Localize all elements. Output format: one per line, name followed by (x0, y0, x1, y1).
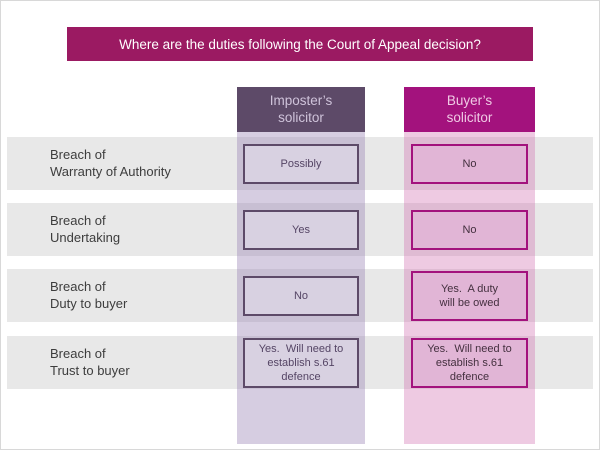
page-title: Where are the duties following the Court… (119, 36, 481, 52)
buyer-column-background (404, 87, 535, 444)
cell-imposter-undertaking: Yes (243, 210, 359, 250)
row-label-trust-to-buyer: Breach of Trust to buyer (50, 345, 130, 378)
cell-buyer-duty: Yes. A duty will be owed (411, 271, 528, 321)
row-label-duty-to-buyer: Breach of Duty to buyer (50, 278, 128, 311)
row-label-warranty-of-authority: Breach of Warranty of Authority (50, 146, 171, 179)
column-header-imposter: Imposter’s solicitor (237, 87, 365, 132)
cell-imposter-trust: Yes. Will need to establish s.61 defence (243, 338, 359, 388)
cell-imposter-warranty: Possibly (243, 144, 359, 184)
title-banner: Where are the duties following the Court… (67, 27, 533, 61)
cell-buyer-undertaking: No (411, 210, 528, 250)
cell-buyer-warranty: No (411, 144, 528, 184)
column-header-buyer: Buyer’s solicitor (404, 87, 535, 132)
row-label-undertaking: Breach of Undertaking (50, 212, 121, 245)
cell-buyer-trust: Yes. Will need to establish s.61 defence (411, 338, 528, 388)
imposter-column-background (237, 87, 365, 444)
cell-imposter-duty: No (243, 276, 359, 316)
